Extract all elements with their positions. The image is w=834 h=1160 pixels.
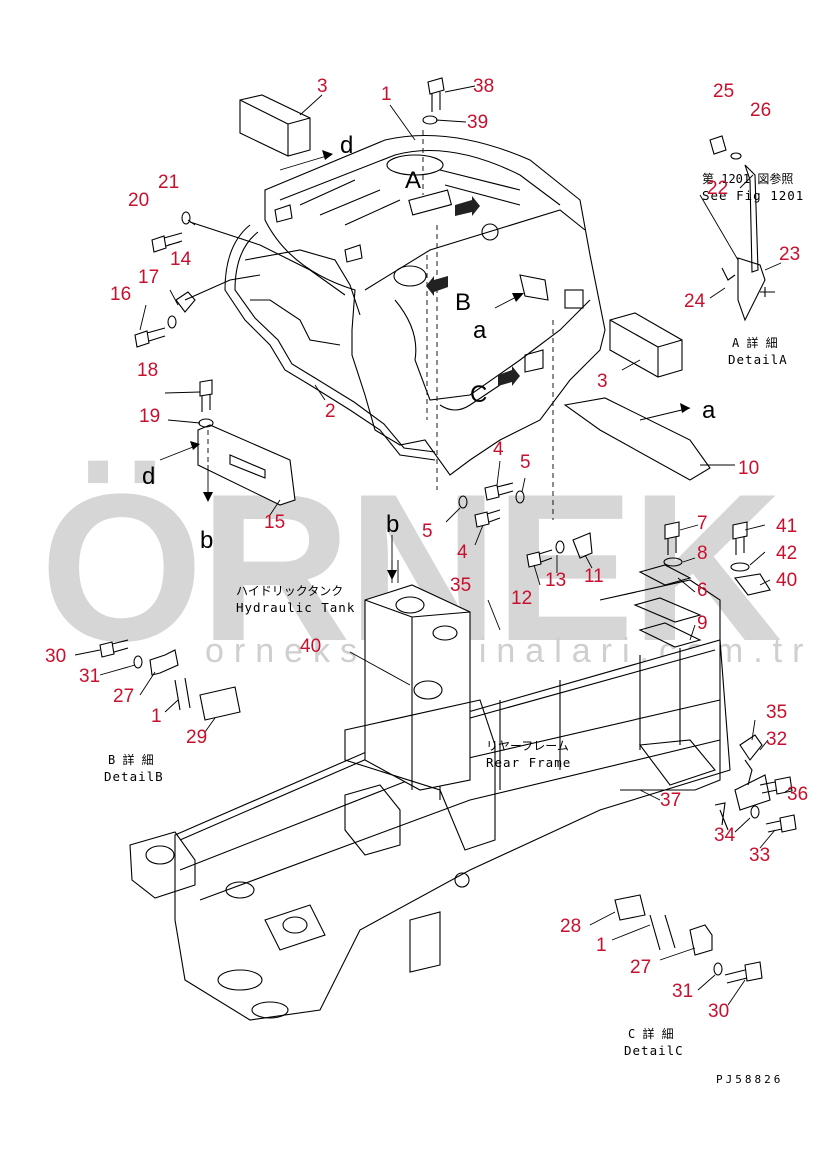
callout-28: 28 <box>560 916 581 937</box>
callout-29: 29 <box>186 727 207 748</box>
view-letter-b-lower-1: b <box>200 527 213 554</box>
detail-c-label-jp: C 詳 細 <box>628 1026 674 1041</box>
callout-22: 22 <box>707 178 728 199</box>
callout-15: 15 <box>264 512 285 533</box>
callout-9: 9 <box>697 613 708 634</box>
callout-33: 33 <box>749 845 770 866</box>
hydraulic-tank-label-jp: ハイドリックタンク <box>236 584 343 598</box>
callout-34: 34 <box>714 825 736 846</box>
callout-36: 36 <box>787 784 808 805</box>
drawing-number: PJ58826 <box>716 1073 783 1086</box>
callout-27-left: 27 <box>113 686 134 707</box>
callout-31-left: 31 <box>79 666 100 687</box>
detail-b-label-en: DetailB <box>104 769 164 784</box>
callout-18: 18 <box>137 360 158 381</box>
callout-16: 16 <box>110 284 131 305</box>
callout-3-left: 3 <box>317 76 328 97</box>
detail-a-label-jp: A 詳 細 <box>732 335 778 350</box>
callout-2: 2 <box>325 401 336 422</box>
canopy-drawing <box>184 77 711 506</box>
callout-26: 26 <box>750 100 771 121</box>
callout-38: 38 <box>473 76 494 97</box>
callout-32: 32 <box>766 729 787 750</box>
view-letter-a-upper: A <box>405 167 421 194</box>
view-letter-c-upper: C <box>470 381 487 408</box>
callout-35-upper: 35 <box>450 575 471 596</box>
callout-35-right: 35 <box>766 702 787 723</box>
callout-20: 20 <box>128 190 149 211</box>
callout-7: 7 <box>697 513 708 534</box>
callout-4-upper: 4 <box>493 439 504 460</box>
view-letters: A B C a a b b d d <box>142 132 716 554</box>
hydraulic-tank-label-en: Hydraulic Tank <box>236 600 355 615</box>
callout-30-right: 30 <box>708 1001 729 1022</box>
rear-frame-label-jp: リヤーフレーム <box>486 739 569 753</box>
detail-a-label-en: DetailA <box>728 352 788 367</box>
callout-24: 24 <box>684 291 706 312</box>
rear-frame-label-en: Rear Frame <box>486 755 571 770</box>
callout-5-upper: 5 <box>520 452 531 473</box>
callout-5-lower: 5 <box>422 521 433 542</box>
leader-lines <box>74 85 793 1006</box>
view-letter-b-upper: B <box>455 289 471 316</box>
callout-23: 23 <box>779 244 800 265</box>
view-letter-a-lower-1: a <box>473 317 487 344</box>
alignment-lines <box>207 130 554 520</box>
direction-arrows <box>159 150 691 580</box>
callout-41: 41 <box>776 516 797 537</box>
callout-40-right: 40 <box>776 570 797 591</box>
callout-3-right: 3 <box>597 371 608 392</box>
detail-c-label-en: DetailC <box>624 1043 684 1058</box>
callout-10: 10 <box>738 458 759 479</box>
callout-42: 42 <box>776 543 797 564</box>
detail-c-drawing <box>614 734 797 984</box>
view-letter-d-2: d <box>142 463 155 490</box>
detail-b-label-jp: B 詳 細 <box>108 752 154 767</box>
callout-31-right: 31 <box>672 981 693 1002</box>
rear-frame-drawing <box>129 579 731 1021</box>
callout-13: 13 <box>545 570 566 591</box>
detail-b-drawing <box>99 639 241 721</box>
callouts: 3 1 38 39 21 20 14 17 16 2 18 19 15 25 2… <box>45 76 808 1022</box>
callout-1-detail-c: 1 <box>596 935 607 956</box>
callout-21: 21 <box>158 172 179 193</box>
callout-8: 8 <box>697 543 708 564</box>
detail-a-drawing <box>709 135 775 322</box>
callout-30-left: 30 <box>45 646 66 667</box>
callout-19: 19 <box>139 406 160 427</box>
view-letter-b-lower-2: b <box>386 511 399 538</box>
callout-11: 11 <box>584 566 604 587</box>
fasteners-middle <box>458 482 771 648</box>
callout-1-detail-b: 1 <box>151 706 162 727</box>
callout-37: 37 <box>660 790 681 811</box>
reference-en: See Fig 1201 <box>702 188 804 203</box>
reference-jp: 第 1201 図参照 <box>702 171 793 186</box>
callout-1-canopy: 1 <box>381 84 392 105</box>
callout-6: 6 <box>697 580 708 601</box>
callout-17: 17 <box>138 267 159 288</box>
view-letter-d-1: d <box>340 132 353 159</box>
callout-39: 39 <box>467 112 488 133</box>
callout-12: 12 <box>511 588 532 609</box>
view-letter-a-lower-2: a <box>702 397 716 424</box>
callout-27-right: 27 <box>630 957 651 978</box>
fasteners-left <box>134 211 214 428</box>
callout-25: 25 <box>713 81 734 102</box>
callout-40-left: 40 <box>300 636 321 657</box>
callout-4-lower: 4 <box>457 542 468 563</box>
text-labels: 第 1201 図参照 See Fig 1201 ハイドリックタンク Hydrau… <box>104 171 804 1086</box>
callout-14: 14 <box>170 249 192 270</box>
